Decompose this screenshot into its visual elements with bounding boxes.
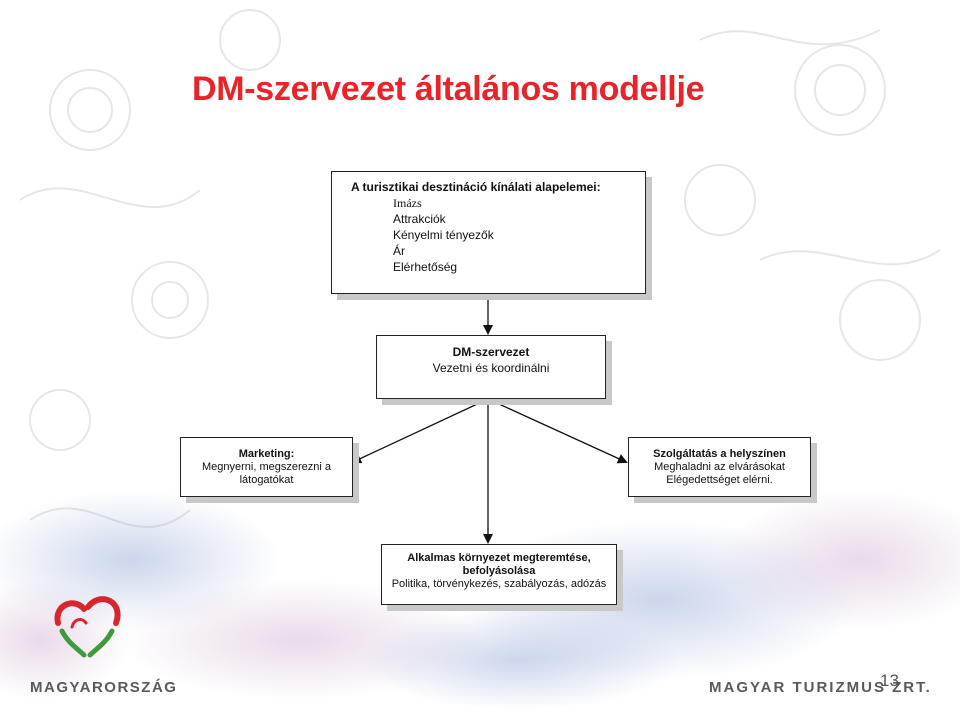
service-text-2: Elégedettséget elérni.: [666, 474, 773, 486]
offer-list: Imázs Attrakciók Kényelmi tényezők Ár El…: [393, 195, 494, 275]
list-item: Kényelmi tényezők: [393, 228, 494, 242]
arrow-dm-to-service: [487, 398, 628, 464]
page-number: 13: [880, 671, 899, 690]
environment-text: Politika, törvénykezés, szabályozás, adó…: [391, 578, 607, 590]
list-item: Ár: [393, 244, 405, 258]
offer-elements-box: A turisztikai desztináció kínálati alape…: [331, 171, 646, 294]
dm-box-subtitle: Vezetni és koordinálni: [432, 361, 550, 375]
environment-title: Alkalmas környezet megteremtése,: [407, 552, 591, 564]
list-item: Attrakciók: [393, 212, 446, 226]
list-item: Elérhetőség: [393, 260, 458, 274]
service-title: Szolgáltatás a helyszínen: [653, 448, 786, 460]
marketing-box: Marketing: Megnyerni, megszerezni a láto…: [180, 437, 353, 497]
environment-title-2: befolyásolása: [462, 565, 536, 577]
slide-title: DM-szervezet általános modellje: [192, 70, 705, 108]
service-text: Meghaladni az elvárásokat: [654, 461, 785, 473]
service-box: Szolgáltatás a helyszínen Meghaladni az …: [628, 437, 811, 497]
footer-brand-left: MAGYARORSZÁG: [30, 679, 178, 696]
marketing-title: Marketing:: [238, 448, 295, 460]
offer-heading: A turisztikai desztináció kínálati alape…: [351, 180, 601, 194]
marketing-text-2: látogatókat: [239, 474, 294, 486]
dm-box-title: DM-szervezet: [452, 345, 530, 359]
list-item: Imázs: [393, 196, 422, 210]
marketing-text: Megnyerni, megszerezni a: [201, 461, 331, 473]
footer-brand-right: MAGYAR TURIZMUS ZRT.: [709, 679, 932, 696]
arrow-dm-to-marketing: [351, 398, 489, 464]
environment-box: Alkalmas környezet megteremtése, befolyá…: [381, 544, 617, 605]
dm-organization-box: DM-szervezet Vezetni és koordinálni: [376, 335, 606, 399]
hungary-heart-logo-icon: [54, 596, 121, 658]
